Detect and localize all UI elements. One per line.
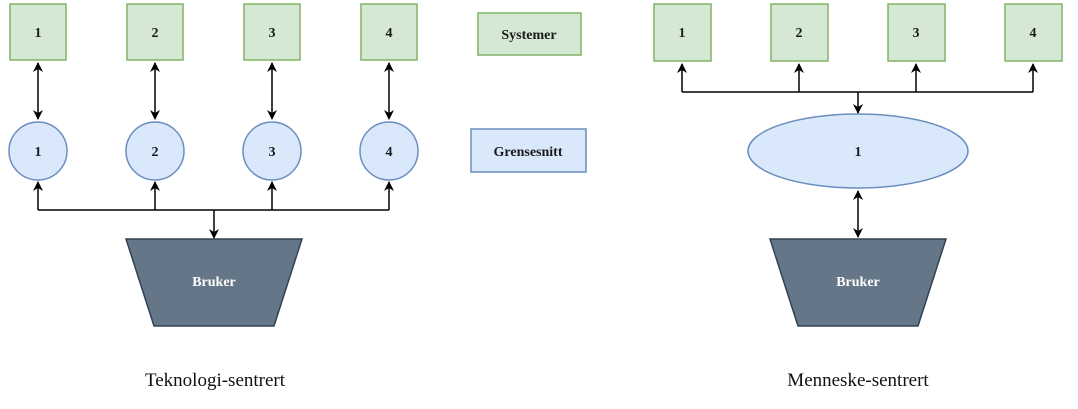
right-bus: [677, 63, 1038, 114]
left-system-3: 3: [243, 3, 301, 61]
left-interface-4: 4: [359, 121, 419, 181]
right-diagram: 1 2 3 4 1: [653, 3, 1063, 391]
left-system-4-label: 4: [386, 26, 393, 41]
right-system-4-label: 4: [1030, 26, 1037, 41]
left-interface-4-label: 4: [386, 145, 393, 160]
left-interface-1: 1: [8, 121, 68, 181]
right-system-2-label: 2: [796, 26, 803, 41]
left-interface-1-label: 1: [35, 145, 42, 160]
left-user: Bruker: [124, 238, 304, 327]
legend-interface-label: Grensesnitt: [494, 145, 563, 160]
left-system-4: 4: [360, 3, 418, 61]
left-system-1: 1: [9, 3, 67, 61]
right-user: Bruker: [768, 238, 948, 327]
right-system-3: 3: [887, 3, 946, 62]
left-interface-2: 2: [125, 121, 185, 181]
left-system-1-label: 1: [35, 26, 42, 41]
right-system-1: 1: [653, 3, 712, 62]
left-bus: [33, 181, 394, 239]
legend-interface: Grensesnitt: [470, 128, 587, 173]
left-interface-3: 3: [242, 121, 302, 181]
legend-systems: Systemer: [477, 12, 582, 56]
right-caption: Menneske-sentrert: [787, 370, 929, 391]
left-system-2-label: 2: [152, 26, 159, 41]
right-system-2: 2: [770, 3, 829, 62]
left-system-3-label: 3: [269, 26, 276, 41]
right-system-3-label: 3: [913, 26, 920, 41]
right-interface: 1: [747, 113, 969, 189]
right-user-label: Bruker: [836, 275, 880, 290]
right-system-1-label: 1: [679, 26, 686, 41]
left-system-2: 2: [126, 3, 184, 61]
left-user-label: Bruker: [192, 275, 236, 290]
left-interface-3-label: 3: [269, 145, 276, 160]
left-interface-2-label: 2: [152, 145, 159, 160]
right-interface-label: 1: [855, 145, 862, 160]
right-system-4: 4: [1004, 3, 1063, 62]
left-caption: Teknologi-sentrert: [145, 370, 286, 391]
left-diagram: 1 2 3 4 1 2 3: [8, 3, 419, 391]
legend: Systemer Grensesnitt: [470, 12, 587, 173]
legend-systems-label: Systemer: [501, 28, 556, 43]
